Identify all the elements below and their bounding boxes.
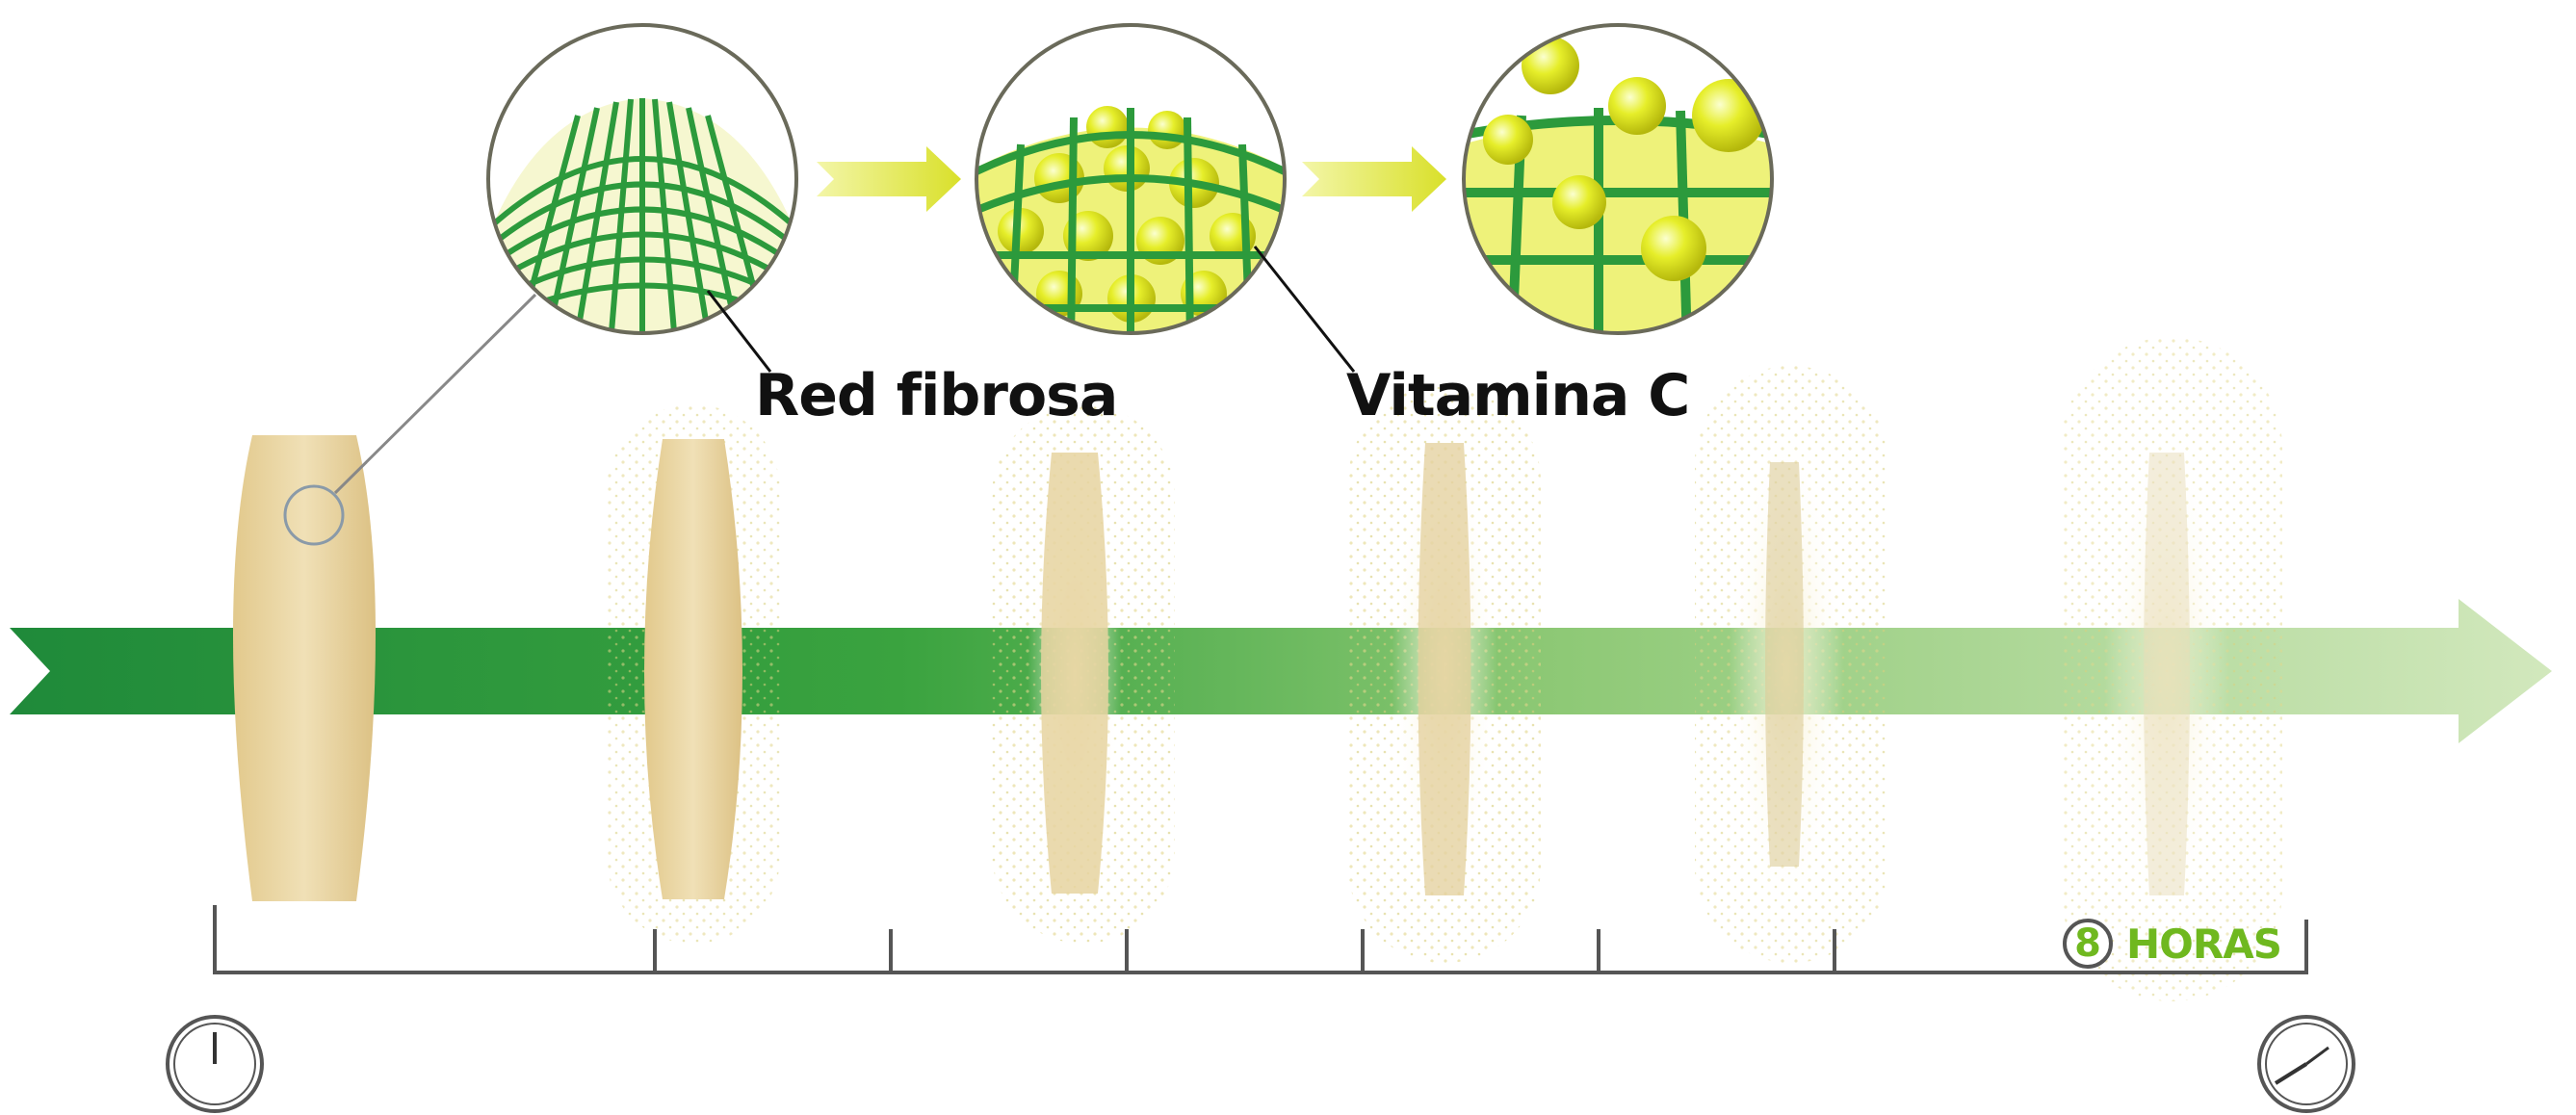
duration-indicator: 8 HORAS bbox=[2063, 915, 2281, 972]
fiber-pointer-line bbox=[708, 291, 770, 372]
duration-number: 8 bbox=[2063, 919, 2113, 969]
stage-arrow-1 bbox=[817, 146, 961, 212]
duration-unit: HORAS bbox=[2126, 921, 2281, 968]
tablet-stage-3 bbox=[992, 404, 1175, 944]
magnified-vitamin-c-embedded bbox=[973, 25, 1288, 347]
tablet-stage-4 bbox=[1348, 385, 1541, 963]
clock-icon bbox=[2259, 1017, 2354, 1111]
tablet-stage-1 bbox=[233, 435, 376, 901]
vitamin-c-label: Vitamina C bbox=[1346, 362, 1689, 429]
vitamin-pointer-line bbox=[1255, 246, 1354, 372]
clock-icon bbox=[168, 1017, 262, 1111]
stage-arrow-2 bbox=[1302, 146, 1446, 212]
magnified-vitamin-c-release bbox=[1462, 25, 1774, 347]
tablet-stage-5 bbox=[1695, 366, 1887, 963]
fiber-network-label: Red fibrosa bbox=[755, 362, 1117, 429]
tablet-stage-2 bbox=[607, 404, 780, 944]
zoom-callout-line bbox=[335, 295, 535, 493]
tablet-stage-6 bbox=[2061, 337, 2282, 1001]
time-axis bbox=[215, 905, 2306, 974]
